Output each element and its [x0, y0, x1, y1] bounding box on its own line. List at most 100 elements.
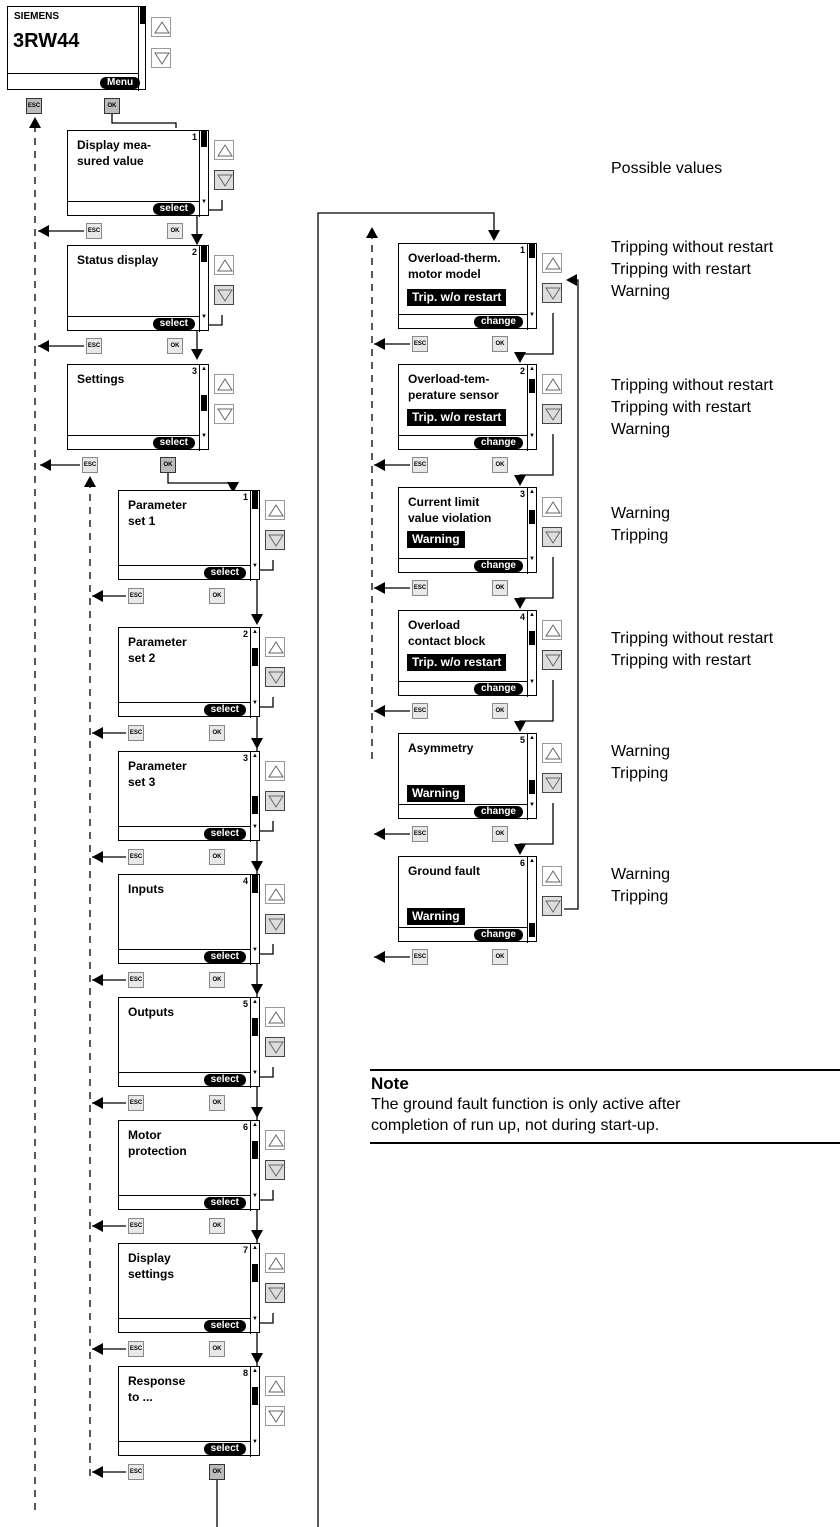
esc-button[interactable]: ESC — [412, 336, 428, 352]
change-softkey[interactable]: change — [473, 806, 523, 818]
esc-button[interactable]: ESC — [128, 588, 144, 604]
esc-button[interactable]: ESC — [128, 1464, 144, 1480]
esc-button[interactable]: ESC — [412, 949, 428, 965]
scroll-down-button[interactable] — [265, 1160, 285, 1180]
change-softkey[interactable]: change — [473, 560, 523, 572]
scroll-down-button[interactable] — [214, 285, 234, 305]
scroll-up-button[interactable] — [265, 1253, 285, 1273]
scroll-up-button[interactable] — [265, 1376, 285, 1396]
change-softkey[interactable]: change — [473, 929, 523, 941]
menu-screen: Asymmetry 5 ▲ ▼ Warning change — [398, 733, 537, 820]
scroll-up-button[interactable] — [265, 761, 285, 781]
select-softkey[interactable]: select — [203, 1320, 246, 1332]
ok-button[interactable]: OK — [167, 338, 183, 354]
scroll-up-button[interactable] — [214, 374, 234, 394]
ok-button[interactable]: OK — [492, 580, 508, 596]
ok-button[interactable]: OK — [104, 98, 120, 114]
arrowhead — [251, 1107, 263, 1118]
ok-button[interactable]: OK — [492, 336, 508, 352]
ok-button[interactable]: OK — [209, 588, 225, 604]
ok-button[interactable]: OK — [492, 949, 508, 965]
scroll-up-button[interactable] — [265, 1007, 285, 1027]
scrollbar-thumb — [529, 923, 535, 937]
esc-button[interactable]: ESC — [128, 1095, 144, 1111]
scroll-down-button[interactable] — [265, 667, 285, 687]
scroll-down-button[interactable] — [542, 650, 562, 670]
scroll-up-button[interactable] — [542, 866, 562, 886]
scroll-down-button[interactable] — [265, 1406, 285, 1426]
esc-button[interactable]: ESC — [128, 972, 144, 988]
scroll-down-button[interactable] — [265, 791, 285, 811]
scroll-down-button[interactable] — [151, 48, 171, 68]
scroll-down-button[interactable] — [542, 896, 562, 916]
ok-button[interactable]: OK — [209, 1341, 225, 1357]
scroll-down-button[interactable] — [265, 1283, 285, 1303]
scroll-up-button[interactable] — [214, 140, 234, 160]
ok-button[interactable]: OK — [492, 703, 508, 719]
select-softkey[interactable]: select — [203, 704, 246, 716]
scroll-up-button[interactable] — [542, 497, 562, 517]
ok-button[interactable]: OK — [167, 223, 183, 239]
esc-button[interactable]: ESC — [412, 703, 428, 719]
esc-button[interactable]: ESC — [82, 457, 98, 473]
esc-button[interactable]: ESC — [128, 1218, 144, 1234]
scroll-up-button[interactable] — [265, 637, 285, 657]
esc-button[interactable]: ESC — [412, 580, 428, 596]
esc-button[interactable]: ESC — [86, 223, 102, 239]
ok-button[interactable]: OK — [492, 826, 508, 842]
scroll-down-button[interactable] — [265, 1037, 285, 1057]
esc-button[interactable]: ESC — [128, 725, 144, 741]
scroll-up-button[interactable] — [265, 884, 285, 904]
change-softkey[interactable]: change — [473, 683, 523, 695]
connector-line — [111, 114, 177, 128]
scroll-up-button[interactable] — [265, 1130, 285, 1150]
scroll-up-button[interactable] — [542, 620, 562, 640]
ok-button[interactable]: OK — [209, 1464, 225, 1480]
scroll-up-button[interactable] — [151, 17, 171, 37]
menu-softkey[interactable]: Menu — [100, 77, 141, 89]
scroll-down-button[interactable] — [265, 914, 285, 934]
ok-button[interactable]: OK — [492, 457, 508, 473]
select-softkey[interactable]: select — [203, 951, 246, 963]
scroll-down-button[interactable] — [265, 530, 285, 550]
scroll-up-button[interactable] — [542, 743, 562, 763]
scroll-up-button[interactable] — [542, 374, 562, 394]
esc-button[interactable]: ESC — [26, 98, 42, 114]
ok-button[interactable]: OK — [209, 725, 225, 741]
ok-button[interactable]: OK — [209, 1218, 225, 1234]
select-softkey[interactable]: select — [152, 318, 195, 330]
possible-value: Warning — [611, 421, 670, 438]
select-softkey[interactable]: select — [203, 828, 246, 840]
screen-title: Parameter set 2 — [128, 635, 187, 665]
select-softkey[interactable]: select — [203, 567, 246, 579]
esc-button[interactable]: ESC — [128, 1341, 144, 1357]
screen-title: Display settings — [128, 1251, 175, 1281]
scroll-down-button[interactable] — [214, 404, 234, 424]
change-softkey[interactable]: change — [473, 437, 523, 449]
select-softkey[interactable]: select — [203, 1197, 246, 1209]
select-softkey[interactable]: select — [152, 437, 195, 449]
select-softkey[interactable]: select — [203, 1443, 246, 1455]
change-softkey[interactable]: change — [473, 316, 523, 328]
scroll-up-button[interactable] — [214, 255, 234, 275]
ok-button[interactable]: OK — [209, 1095, 225, 1111]
esc-button[interactable]: ESC — [412, 826, 428, 842]
current-value: Trip. w/o restart — [407, 289, 507, 306]
menu-screen: Current limit value violation 3 ▲ ▼ Warn… — [398, 487, 537, 574]
select-softkey[interactable]: select — [152, 203, 195, 215]
ok-button[interactable]: OK — [209, 849, 225, 865]
esc-button[interactable]: ESC — [128, 849, 144, 865]
screen-title: Overload-therm. motor model — [408, 251, 501, 281]
scroll-down-button[interactable] — [214, 170, 234, 190]
scroll-down-button[interactable] — [542, 527, 562, 547]
esc-button[interactable]: ESC — [412, 457, 428, 473]
esc-button[interactable]: ESC — [86, 338, 102, 354]
scroll-up-button[interactable] — [265, 500, 285, 520]
scroll-down-button[interactable] — [542, 773, 562, 793]
select-softkey[interactable]: select — [203, 1074, 246, 1086]
ok-button[interactable]: OK — [160, 457, 176, 473]
scroll-down-button[interactable] — [542, 404, 562, 424]
scroll-down-button[interactable] — [542, 283, 562, 303]
ok-button[interactable]: OK — [209, 972, 225, 988]
scroll-up-button[interactable] — [542, 253, 562, 273]
